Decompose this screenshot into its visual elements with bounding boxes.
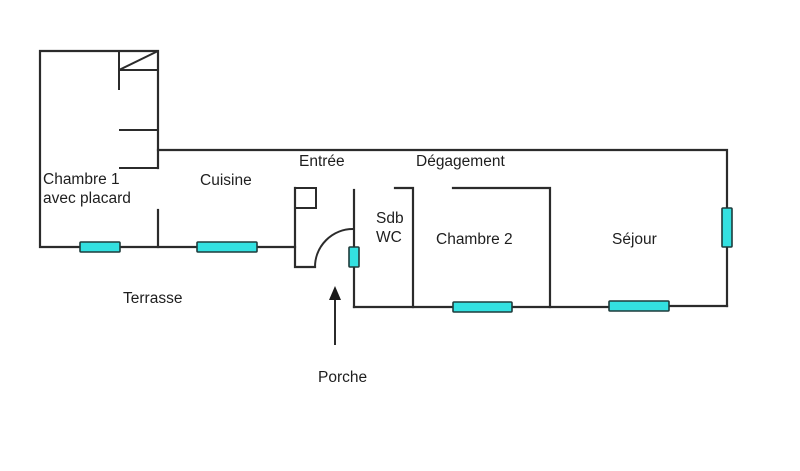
outside-label-terrasse: Terrasse <box>123 290 183 307</box>
window-icon <box>608 300 670 312</box>
entree-cabinet <box>294 187 317 209</box>
room-label-chambre1-line1: Chambre 1 <box>43 171 120 188</box>
entree-wall <box>293 186 317 269</box>
outside-label-porche: Porche <box>318 369 368 386</box>
room-label-cuisine: Cuisine <box>200 172 252 189</box>
window-icon <box>196 241 258 253</box>
room-label-chambre1-line2: avec placard <box>43 190 131 207</box>
window-icon <box>721 207 733 248</box>
wall-north-main <box>156 148 729 210</box>
room-label-chambre1: Chambre 1 avec placard <box>43 170 131 208</box>
window-icon <box>452 301 513 313</box>
room-label-sdb: Sdb <box>376 210 404 227</box>
window-icon <box>79 241 121 253</box>
room-label-sejour: Séjour <box>612 231 657 248</box>
room-label-degagement: Dégagement <box>416 153 505 170</box>
closet-diagonal <box>118 50 159 71</box>
door-swing-icon <box>314 228 354 268</box>
room-label-chambre2: Chambre 2 <box>436 231 513 248</box>
wall-chambre2 <box>451 186 552 309</box>
room-label-wc: WC <box>376 229 402 246</box>
window-icon <box>348 246 360 268</box>
room-label-entree: Entrée <box>299 153 345 170</box>
room-label-sdb-wc: Sdb WC <box>376 209 404 247</box>
wall-chambre1-outer <box>38 49 160 249</box>
arrow-up-icon <box>329 286 341 300</box>
wall-sdb <box>393 186 415 309</box>
